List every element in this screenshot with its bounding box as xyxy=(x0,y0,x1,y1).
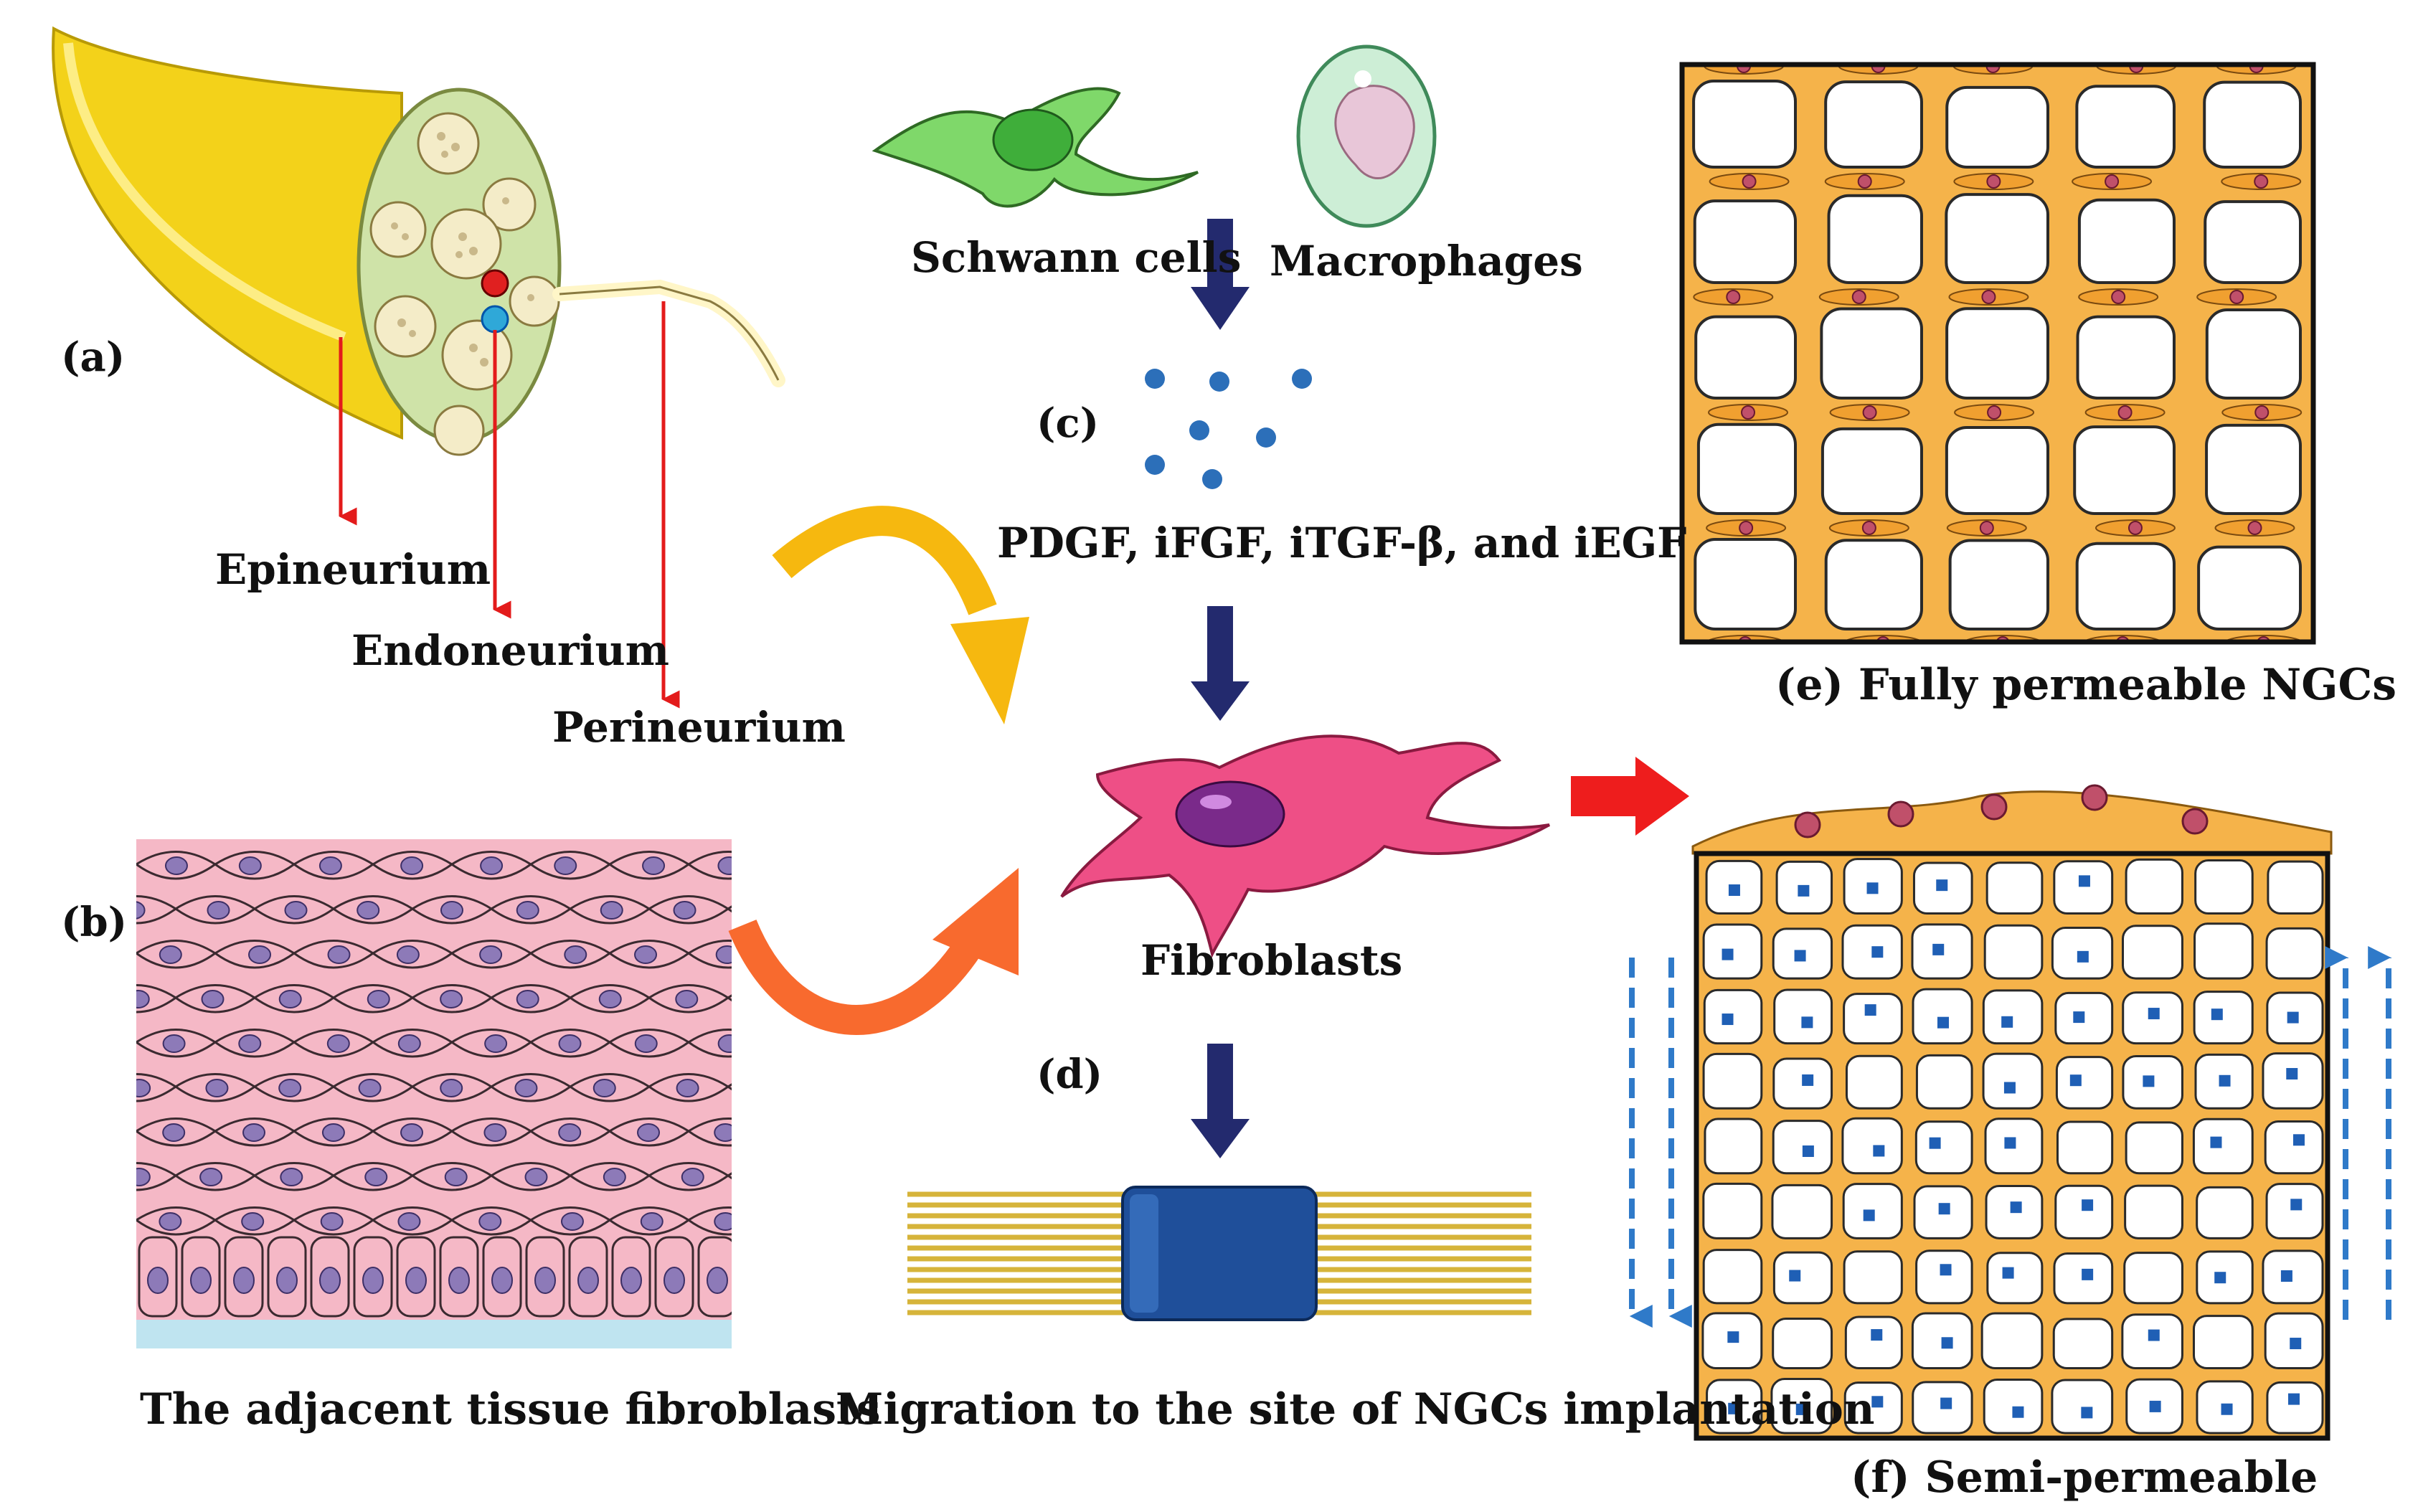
fibroblasts-label: Fibroblasts xyxy=(1140,936,1403,985)
growth-factor-dots xyxy=(1145,369,1312,489)
fibroblast-cell xyxy=(1060,734,1550,958)
macrophages-label: Macrophages xyxy=(1270,237,1583,285)
navy-arrows xyxy=(1191,219,1250,1158)
orange-curved-arrow xyxy=(728,919,981,1035)
panel-label-b: (b) xyxy=(61,899,128,946)
semi-permeable-caption: (f) Semi-permeable xyxy=(1851,1452,2318,1503)
cell-layer-on-top xyxy=(1691,784,2333,855)
nerve-illustration xyxy=(52,26,785,709)
yellow-arrowhead xyxy=(950,617,1029,724)
migration-caption: Migration to the site of NGCs implantati… xyxy=(836,1384,1875,1435)
semi-permeable-scaffold xyxy=(1696,854,2328,1438)
tissue-illustration xyxy=(136,839,732,1348)
red-right-arrow xyxy=(1571,757,1689,836)
growth-factors-label: PDGF, iFGF, iTGF-β, and iEGF xyxy=(997,519,1687,567)
fully-permeable-caption: (e) Fully permeable NGCs xyxy=(1775,660,2397,710)
yellow-curved-arrow xyxy=(772,506,997,615)
orange-arrowhead xyxy=(932,868,1019,975)
panel-label-a: (a) xyxy=(61,334,126,381)
panel-label-d: (d) xyxy=(1036,1051,1103,1098)
epineurium-label: Epineurium xyxy=(215,545,491,594)
flow-arrows xyxy=(1629,946,2391,1328)
single-axon xyxy=(552,279,785,387)
nerve-tail xyxy=(52,26,403,440)
perineurium-label: Perineurium xyxy=(552,703,846,752)
endoneurium-label: Endoneurium xyxy=(351,626,669,675)
panel-label-c: (c) xyxy=(1036,400,1100,447)
adjacent-tissue-caption: The adjacent tissue fibroblasts xyxy=(140,1384,881,1435)
schwann-cells-label: Schwann cells xyxy=(911,233,1242,282)
nerve-conduit xyxy=(907,1186,1531,1321)
fully-permeable-scaffold xyxy=(1682,65,2313,642)
